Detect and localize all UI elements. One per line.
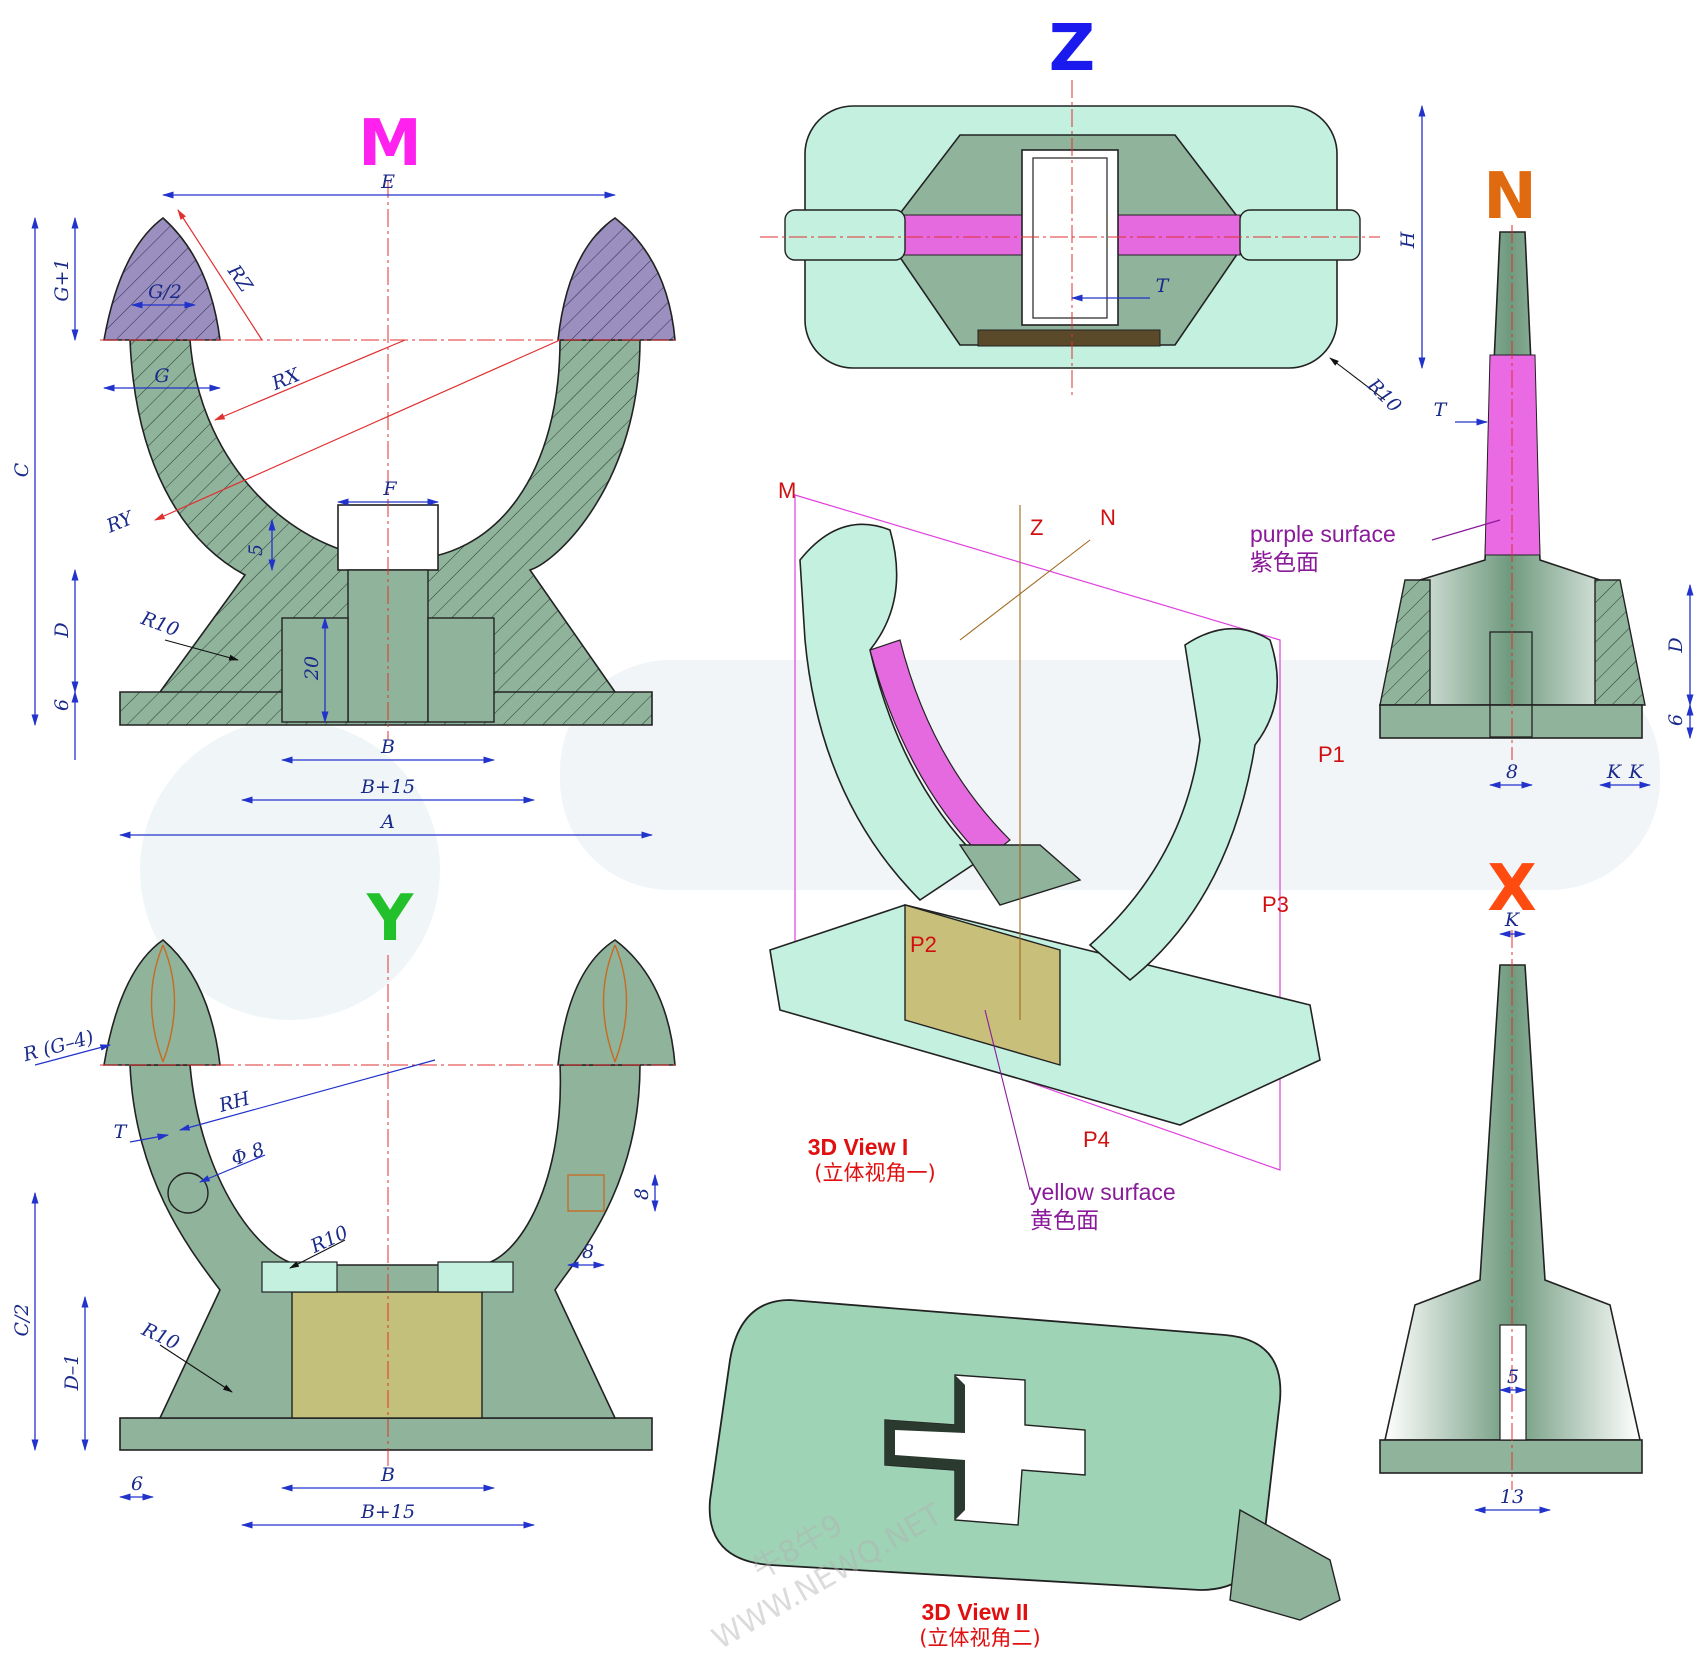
z-center-hole [1032,157,1108,319]
svg-text:P3: P3 [1262,892,1289,917]
view-m: M E C G+1 G/2 G RZ RX RY F 5 D [11,107,680,839]
svg-text:N: N [1100,505,1116,530]
view-z-letter: Z [1049,12,1095,86]
svg-text:K: K [1628,761,1645,783]
svg-text:6: 6 [51,699,73,711]
y-right-step [437,1261,514,1293]
svg-text:B+15: B+15 [360,1501,415,1523]
svg-text:13: 13 [1500,1486,1524,1508]
view-n: N T D 6 8 K K purple surface 紫色面 [1250,160,1694,789]
svg-text:RY: RY [103,506,139,538]
svg-text:(立体视角二): (立体视角二) [919,1626,1040,1650]
iso1-left-arm [799,523,982,902]
svg-text:R (G–4): R (G–4) [20,1026,96,1066]
svg-text:黄色面: 黄色面 [1030,1207,1099,1233]
view-x-letter: X [1487,852,1536,926]
iso-view-1: M Z N P1 P2 P3 P4 3D View I (立体视角一) yell… [769,478,1345,1233]
svg-text:3D View I: 3D View I [808,1134,909,1160]
svg-text:6: 6 [1665,714,1687,726]
n-base [1379,704,1643,739]
svg-text:B+15: B+15 [360,776,415,798]
svg-text:20: 20 [301,656,323,681]
svg-text:RZ: RZ [222,260,257,297]
svg-text:G+1: G+1 [51,258,73,301]
svg-text:6: 6 [131,1473,143,1495]
svg-text:P1: P1 [1318,742,1345,767]
svg-text:B: B [380,1464,395,1486]
svg-text:H: H [1397,231,1419,249]
svg-text:8: 8 [631,1188,653,1200]
view-z: Z H T R10 [760,12,1426,417]
svg-text:Φ 8: Φ 8 [228,1138,267,1170]
svg-text:T: T [114,1121,128,1143]
svg-text:R10: R10 [1362,374,1405,417]
svg-text:(立体视角一): (立体视角一) [814,1161,935,1185]
iso1-purple-face [869,639,1011,861]
svg-text:yellow surface: yellow surface [1030,1179,1176,1205]
m-left-pocket [281,617,349,723]
y-base [119,1417,653,1451]
svg-text:T: T [1434,399,1448,421]
svg-text:紫色面: 紫色面 [1250,549,1319,575]
view-x: X K 5 13 [1379,852,1643,1514]
svg-text:8: 8 [1506,761,1518,783]
n-left-hatch [1379,579,1431,706]
svg-text:R10: R10 [138,1318,183,1355]
iso2-lugs [1229,1508,1341,1621]
svg-text:E: E [380,171,395,193]
iso1-right-arm [1088,627,1279,982]
svg-text:RX: RX [268,363,304,395]
y-right-head [557,939,676,1066]
n-purple-face [1484,354,1541,556]
svg-text:8: 8 [582,1241,594,1263]
svg-text:K: K [1606,761,1623,783]
svg-text:P4: P4 [1083,1127,1110,1152]
y-square-mark [567,1174,605,1212]
view-m-letter: M [358,107,422,181]
y-yellow-face [291,1291,483,1419]
svg-text:P2: P2 [910,932,937,957]
svg-text:K: K [1504,909,1521,931]
x-base [1379,1439,1643,1474]
iso-view-2: 3D View II (立体视角二) [708,1299,1341,1650]
view-n-letter: N [1483,160,1537,234]
svg-text:M: M [778,478,796,503]
iso1-yellow-face [904,904,1061,1066]
svg-text:A: A [379,811,395,833]
svg-text:D: D [51,622,73,638]
svg-text:G: G [154,365,169,387]
svg-text:C/2: C/2 [11,1303,33,1336]
svg-text:R10: R10 [306,1221,351,1258]
z-right-lug [1239,209,1361,261]
x-slot [1499,1324,1527,1441]
svg-text:T: T [1156,275,1170,297]
svg-text:RH: RH [216,1087,253,1117]
m-right-head [557,217,676,341]
y-left-head [103,938,221,1066]
view-y-letter: Y [366,882,414,956]
z-dark-strip [977,329,1161,347]
svg-text:D–1: D–1 [61,1354,83,1392]
svg-text:G/2: G/2 [148,281,182,303]
svg-text:B: B [380,736,395,758]
svg-text:D: D [1665,637,1687,653]
svg-text:F: F [382,478,397,500]
svg-text:3D View II: 3D View II [922,1599,1029,1625]
iso1-frame [794,494,1281,1171]
m-right-pocket [427,617,495,723]
y-hole [167,1172,209,1214]
m-left-head [103,216,221,341]
svg-text:purple surface: purple surface [1250,521,1396,547]
svg-text:C: C [11,462,33,477]
z-left-lug [784,209,906,261]
svg-text:Z: Z [1030,515,1043,540]
n-slot [1489,631,1533,738]
svg-text:5: 5 [1507,1366,1519,1388]
svg-text:5: 5 [245,544,267,556]
svg-text:R10: R10 [137,607,182,641]
y-left-step [261,1261,338,1293]
n-right-hatch [1594,579,1646,706]
